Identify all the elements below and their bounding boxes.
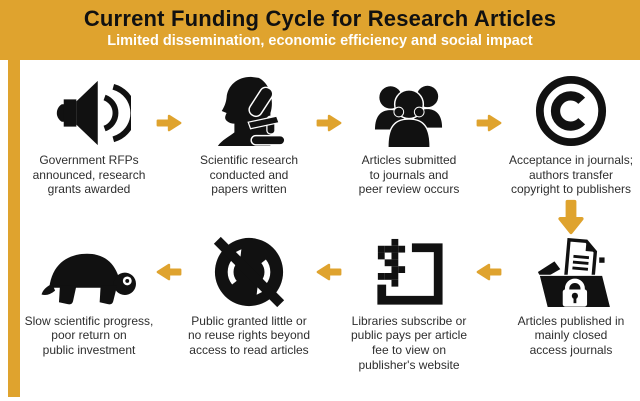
copyright-icon <box>534 74 608 148</box>
arrow-right-icon <box>476 106 502 140</box>
step-caption: Public granted little or no reuse rights… <box>187 313 311 357</box>
step-caption: Acceptance in journals; authors transfer… <box>508 153 634 197</box>
header: Current Funding Cycle for Research Artic… <box>0 0 640 60</box>
step-caption: Articles submitted to journals and peer … <box>358 153 460 197</box>
locked-folder-icon <box>530 235 612 309</box>
researcher-microscope-icon <box>212 74 286 148</box>
step-caption: Libraries subscribe or public pays per a… <box>350 313 468 372</box>
peer-review-group-icon <box>369 74 449 148</box>
step-slow-progress: Slow scientific progress, poor return on… <box>22 235 156 358</box>
step-caption: Slow scientific progress, poor return on… <box>24 313 154 357</box>
step-copyright-transfer: Acceptance in journals; authors transfer… <box>502 74 640 197</box>
step-caption: Articles published in mainly closed acce… <box>517 313 625 357</box>
arrow-right-icon <box>316 106 342 140</box>
arrow-right-icon <box>156 106 182 140</box>
step-peer-review: Articles submitted to journals and peer … <box>342 74 476 197</box>
step-closed-access: Articles published in mainly closed acce… <box>502 235 640 358</box>
arrow-down-icon <box>502 199 640 235</box>
step-pay-per-article: Libraries subscribe or public pays per a… <box>342 235 476 372</box>
flow-row-bottom: Slow scientific progress, poor return on… <box>22 235 640 372</box>
turtle-icon <box>39 235 139 309</box>
flow-row-top: Government RFPs announced, research gran… <box>22 60 640 197</box>
step-no-reuse-rights: Public granted little or no reuse rights… <box>182 235 316 358</box>
page-subtitle: Limited dissemination, economic efficien… <box>107 33 533 49</box>
arrow-left-icon <box>316 255 342 289</box>
left-accent-bar <box>8 60 20 397</box>
pay-per-article-icon <box>371 235 447 309</box>
flow-row-connector <box>22 199 640 235</box>
step-government-rfps: Government RFPs announced, research gran… <box>22 74 156 197</box>
step-caption: Scientific research conducted and papers… <box>199 153 299 197</box>
step-research-conducted: Scientific research conducted and papers… <box>182 74 316 197</box>
arrow-left-icon <box>476 255 502 289</box>
flow-diagram: Government RFPs announced, research gran… <box>22 60 640 372</box>
step-caption: Government RFPs announced, research gran… <box>32 153 146 197</box>
arrow-left-icon <box>156 255 182 289</box>
page-title: Current Funding Cycle for Research Artic… <box>83 6 557 31</box>
no-reuse-icon <box>212 235 286 309</box>
megaphone-speaker-icon <box>47 74 131 148</box>
